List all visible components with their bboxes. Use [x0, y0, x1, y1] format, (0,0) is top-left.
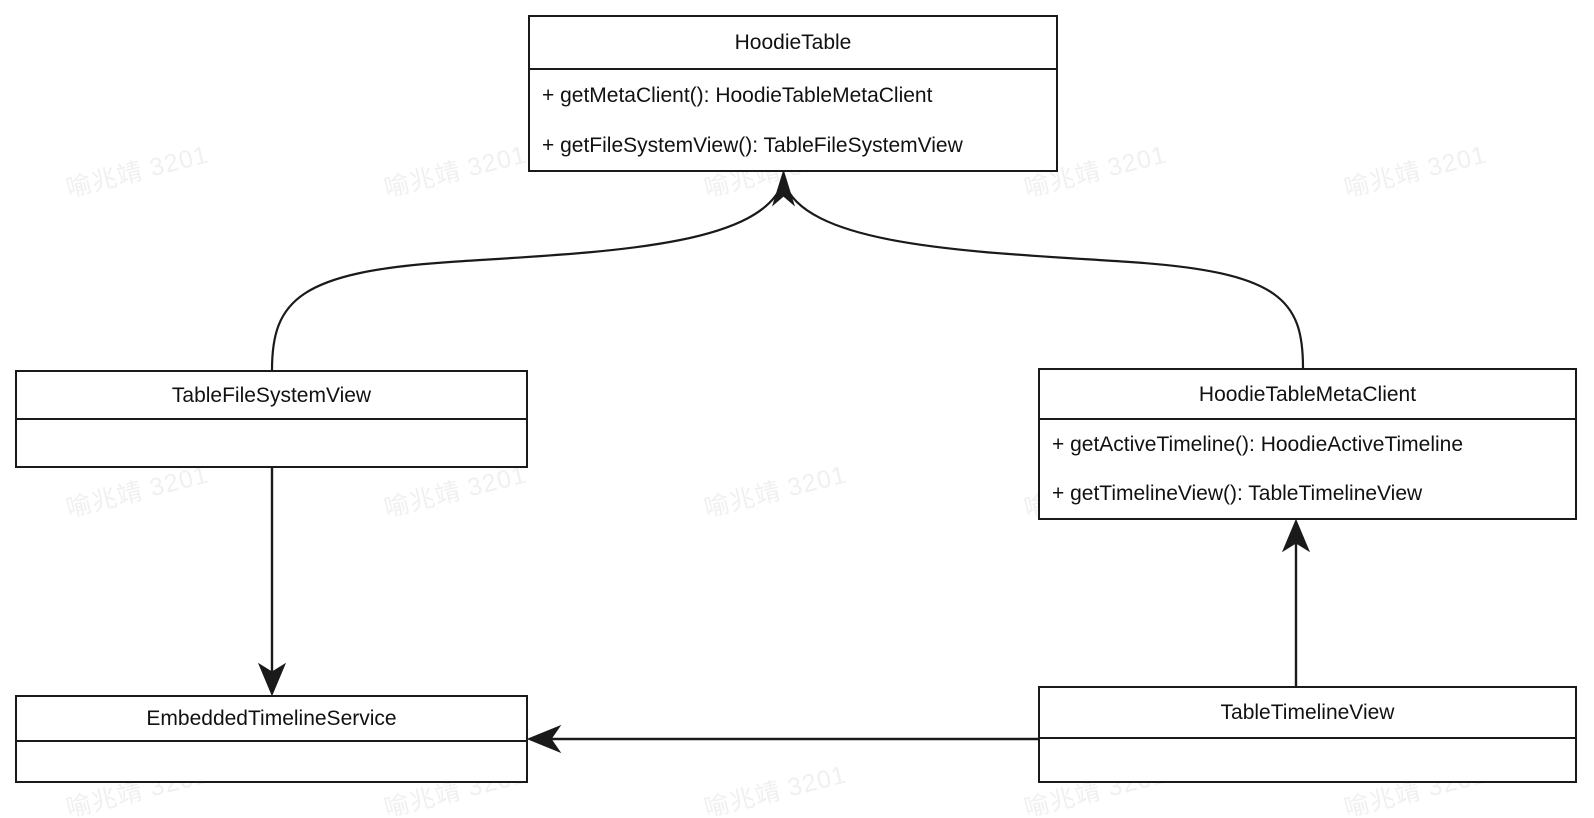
class-member: + getTimelineView(): TableTimelineView — [1052, 482, 1423, 505]
arrowhead-into-hoodie-table — [772, 169, 795, 207]
watermark-text: 喻兆靖 3201 — [701, 760, 850, 818]
class-member: + getActiveTimeline(): HoodieActiveTimel… — [1052, 433, 1464, 456]
class-box-table-timeline-view[interactable]: TableTimelineView — [1038, 686, 1577, 783]
class-members-table-timeline-view — [1040, 739, 1575, 783]
class-name-hoodie-table: HoodieTable — [530, 17, 1056, 70]
class-box-table-file-system-view[interactable]: TableFileSystemView — [15, 370, 528, 468]
watermark-text: 喻兆靖 3201 — [381, 140, 530, 203]
edge-metaclient-to-hoodietable — [782, 181, 1305, 369]
class-name-hoodie-table-meta-client: HoodieTableMetaClient — [1040, 370, 1575, 420]
class-member: + getMetaClient(): HoodieTableMetaClient — [542, 83, 933, 107]
class-box-hoodie-table[interactable]: HoodieTable + getMetaClient(): HoodieTab… — [528, 15, 1058, 172]
watermark-text: 喻兆靖 3201 — [1341, 140, 1490, 203]
class-members-table-file-system-view — [17, 420, 526, 466]
arrowhead-into-meta-client — [1281, 518, 1311, 553]
class-member: + getFileSystemView(): TableFileSystemVi… — [542, 133, 963, 157]
class-members-hoodie-table-meta-client: + getActiveTimeline(): HoodieActiveTimel… — [1040, 420, 1575, 518]
class-members-embedded-timeline-service — [17, 742, 526, 783]
watermark-text: 喻兆靖 3201 — [63, 140, 212, 203]
watermark-text: 喻兆靖 3201 — [701, 460, 850, 523]
edge-fsview-to-hoodietable — [270, 181, 785, 371]
class-name-table-timeline-view: TableTimelineView — [1040, 688, 1575, 739]
class-box-hoodie-table-meta-client[interactable]: HoodieTableMetaClient + getActiveTimelin… — [1038, 368, 1577, 520]
class-name-embedded-timeline-service: EmbeddedTimelineService — [17, 697, 526, 742]
class-name-table-file-system-view: TableFileSystemView — [17, 372, 526, 420]
class-members-hoodie-table: + getMetaClient(): HoodieTableMetaClient… — [530, 70, 1056, 170]
arrowhead-into-embedded-timeline-service — [257, 662, 287, 697]
arrowhead-into-embedded-timeline-service-horizontal — [526, 724, 562, 754]
class-box-embedded-timeline-service[interactable]: EmbeddedTimelineService — [15, 695, 528, 783]
